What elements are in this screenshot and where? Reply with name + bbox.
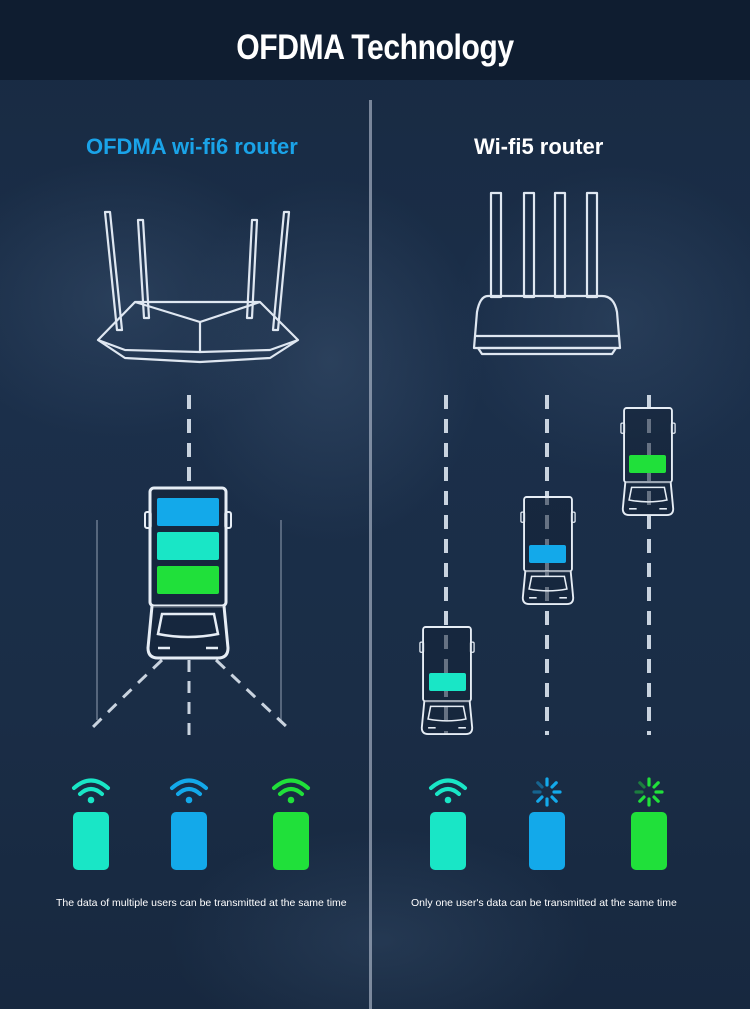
phone-icon: [631, 812, 667, 870]
phone-icon: [171, 812, 207, 870]
wifi6-path-left: [90, 658, 164, 730]
wifi6-heading: OFDMA wi-fi6 router: [86, 134, 298, 159]
page-title: OFDMA Technology: [236, 28, 514, 67]
wifi-icon: [170, 778, 208, 806]
loading-spinner-icon: [532, 777, 562, 807]
wifi5-heading: Wi-fi5 router: [474, 134, 604, 159]
wifi-icon: [429, 778, 467, 806]
center-divider: [369, 100, 372, 1009]
phone-icon: [529, 812, 565, 870]
wifi-icon: [272, 778, 310, 806]
wifi5-data-block-green: [629, 455, 666, 473]
phone-icon: [73, 812, 109, 870]
wifi-icon: [72, 778, 110, 806]
wifi6-path-right: [214, 658, 290, 730]
header-band: [0, 0, 750, 80]
wifi5-caption: Only one user's data can be transmitted …: [411, 897, 677, 909]
wifi5-data-block-cyan: [429, 673, 466, 691]
loading-spinner-icon: [634, 777, 664, 807]
wifi6-caption: The data of multiple users can be transm…: [56, 897, 347, 909]
wifi6-data-block-blue: [157, 498, 219, 526]
wifi6-router-icon: [96, 210, 300, 364]
wifi6-data-block-cyan: [157, 532, 219, 560]
wifi5-data-block-blue: [529, 545, 566, 563]
phone-icon: [273, 812, 309, 870]
wifi5-router-icon: [472, 191, 622, 356]
wifi6-data-block-green: [157, 566, 219, 594]
phone-icon: [430, 812, 466, 870]
